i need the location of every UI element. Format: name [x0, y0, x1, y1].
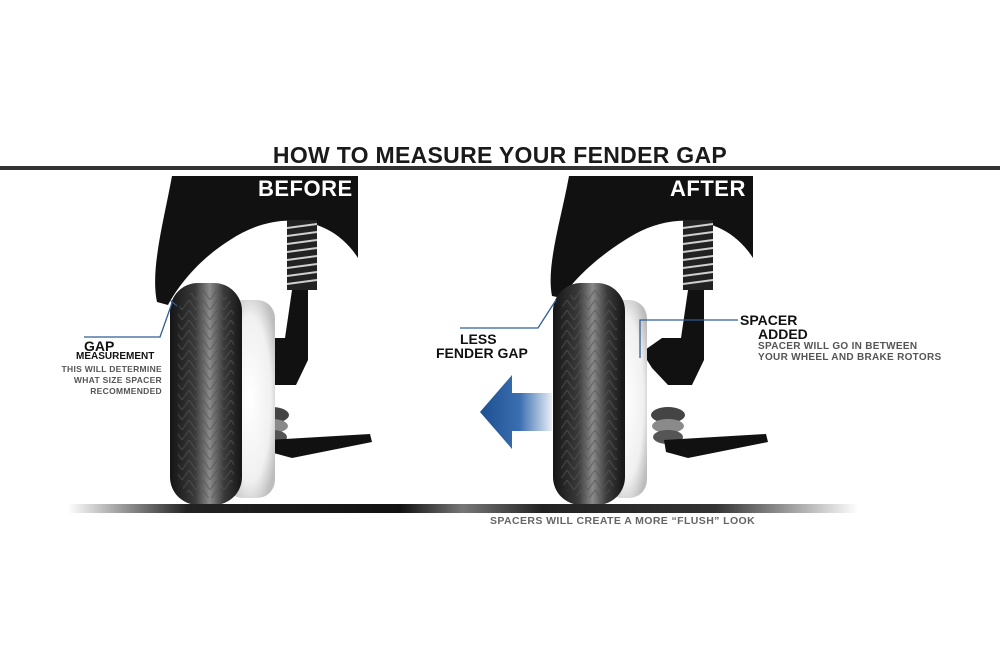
arrow-left-icon [480, 375, 552, 449]
gap-note-1: THIS WILL DETERMINE [61, 364, 162, 374]
less-gap-line-1: LESS [460, 331, 497, 347]
spacer-title-2: ADDED [758, 326, 808, 342]
gap-title: GAP [84, 338, 115, 354]
after-label: AFTER [670, 176, 746, 201]
gap-callout-line [84, 302, 173, 338]
before-label: BEFORE [258, 176, 353, 201]
header-rule [0, 166, 1000, 170]
spacer-note-2: YOUR WHEEL AND BRAKE ROTORS [758, 352, 942, 363]
less-gap-line-2: FENDER GAP [436, 345, 528, 361]
spacer-callout-line [639, 319, 738, 358]
spacer-note-1: SPACER WILL GO IN BETWEEN [758, 341, 918, 352]
before-coil-spring [286, 220, 318, 290]
after-panel [460, 176, 768, 505]
flush-caption: SPACERS WILL CREATE A MORE “FLUSH” LOOK [490, 515, 756, 527]
after-fender [550, 176, 753, 298]
after-strut [642, 290, 704, 385]
before-control-arm [268, 434, 372, 458]
gap-subtitle: MEASUREMENT [76, 351, 155, 362]
gap-note-3: RECOMMENDED [90, 386, 162, 396]
after-ball-joint [651, 407, 685, 444]
spacer-title-1: SPACER [740, 312, 798, 328]
after-coil-spring [682, 220, 714, 290]
page-title: HOW TO MEASURE YOUR FENDER GAP [272, 142, 728, 168]
before-panel [84, 176, 372, 505]
gap-note-2: WHAT SIZE SPACER [73, 375, 162, 385]
after-control-arm [664, 434, 768, 458]
ground-line [68, 504, 858, 513]
before-fender [155, 176, 358, 305]
less-gap-callout-line [460, 299, 557, 329]
